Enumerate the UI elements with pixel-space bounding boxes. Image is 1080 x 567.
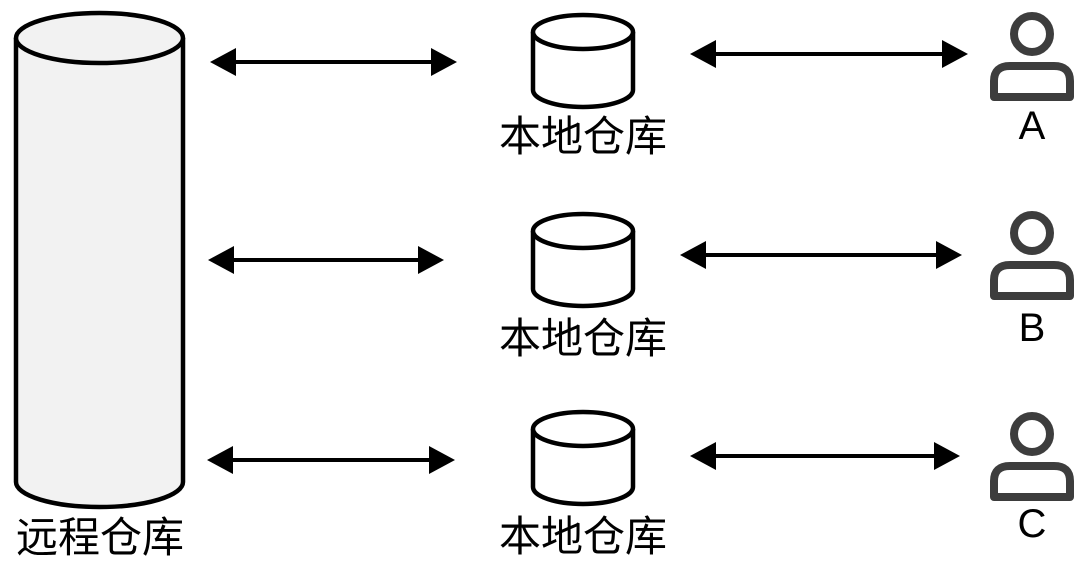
person-icon bbox=[994, 215, 1070, 296]
local-repo-cylinder-icon bbox=[533, 412, 633, 504]
local-user-arrow-icon bbox=[690, 40, 968, 68]
remote-local-arrow-icon bbox=[207, 446, 455, 474]
person-icon bbox=[994, 16, 1070, 97]
local-repo-cylinder-icon bbox=[533, 15, 633, 107]
database-cylinder-icon bbox=[13, 38, 186, 510]
local-repo-label: 本地仓库 bbox=[499, 315, 667, 362]
row-user-c: 本地仓库 C bbox=[207, 412, 1070, 560]
remote-local-arrow-icon bbox=[208, 246, 444, 274]
user-label: B bbox=[1019, 306, 1046, 350]
local-repo-label: 本地仓库 bbox=[499, 513, 667, 560]
user-label: C bbox=[1018, 502, 1047, 546]
database-cylinder-top-icon bbox=[13, 10, 186, 66]
remote-local-arrow-icon bbox=[210, 48, 457, 76]
local-user-arrow-icon bbox=[690, 442, 960, 470]
user-label: A bbox=[1019, 104, 1046, 148]
remote-repo: 远程仓库 bbox=[13, 10, 186, 561]
row-user-b: 本地仓库 B bbox=[208, 214, 1070, 362]
row-user-a: 本地仓库 A bbox=[210, 15, 1070, 160]
local-user-arrow-icon bbox=[680, 241, 962, 269]
local-repo-cylinder-icon bbox=[533, 214, 633, 306]
person-icon bbox=[994, 416, 1070, 497]
remote-repo-label: 远程仓库 bbox=[16, 514, 184, 561]
local-repo-label: 本地仓库 bbox=[499, 113, 667, 160]
